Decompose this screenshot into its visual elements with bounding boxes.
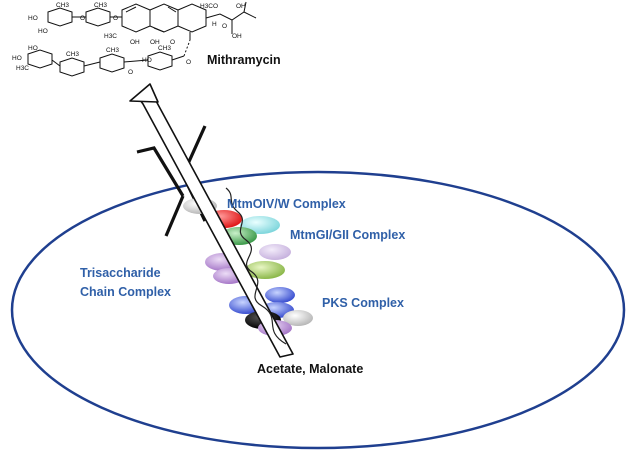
atom-label: CH3 — [106, 47, 119, 54]
atom-label: O — [128, 69, 133, 76]
atom-label: HO — [12, 55, 22, 62]
atom-label: O — [170, 39, 175, 46]
pks-complex-label: PKS Complex — [322, 296, 404, 310]
atom-label: O — [113, 15, 118, 22]
mtmoiv-complex-label: MtmOIV/W Complex — [227, 197, 346, 211]
trisaccharide-complex-label-line1: Trisaccharide — [80, 266, 161, 280]
atom-label: OH — [236, 3, 246, 10]
cell-outline — [10, 170, 626, 450]
atom-label: OH — [150, 39, 160, 46]
atom-label: O — [80, 15, 85, 22]
mtmgi-complex-label: MtmGI/GII Complex — [290, 228, 405, 242]
mtmgi-enzyme-violet — [259, 244, 291, 260]
atom-label: O — [186, 59, 191, 66]
product-label: Mithramycin — [207, 53, 281, 67]
pks-enzyme-blue-1 — [265, 287, 295, 303]
atom-label: CH3 — [66, 51, 79, 58]
pks-enzyme-gray — [283, 310, 313, 326]
atom-label: H3C — [16, 65, 29, 72]
atom-label: H3C — [104, 33, 117, 40]
atom-label: O — [222, 23, 227, 30]
atom-label: H — [212, 21, 217, 28]
atom-label: CH3 — [158, 45, 171, 52]
atom-label: HO — [28, 45, 38, 52]
atom-label: CH3 — [94, 2, 107, 9]
polyketide-chain — [225, 187, 287, 345]
atom-label: OH — [130, 39, 140, 46]
atom-label: OH — [232, 33, 242, 40]
trisaccharide-complex-label-line2: Chain Complex — [80, 285, 171, 299]
mithramycin-structure — [27, 1, 257, 77]
substrates-label: Acetate, Malonate — [257, 362, 363, 376]
atom-label: HO — [28, 15, 38, 22]
export-arrow — [129, 83, 294, 358]
atom-label: H3CO — [200, 3, 218, 10]
atom-label: HO — [142, 57, 152, 64]
mithramycin-atom-labels: HO CH3 O CH3 O HO H3C OH OH O H3CO OH OH… — [12, 2, 246, 76]
atom-label: CH3 — [56, 2, 69, 9]
atom-label: HO — [38, 28, 48, 35]
